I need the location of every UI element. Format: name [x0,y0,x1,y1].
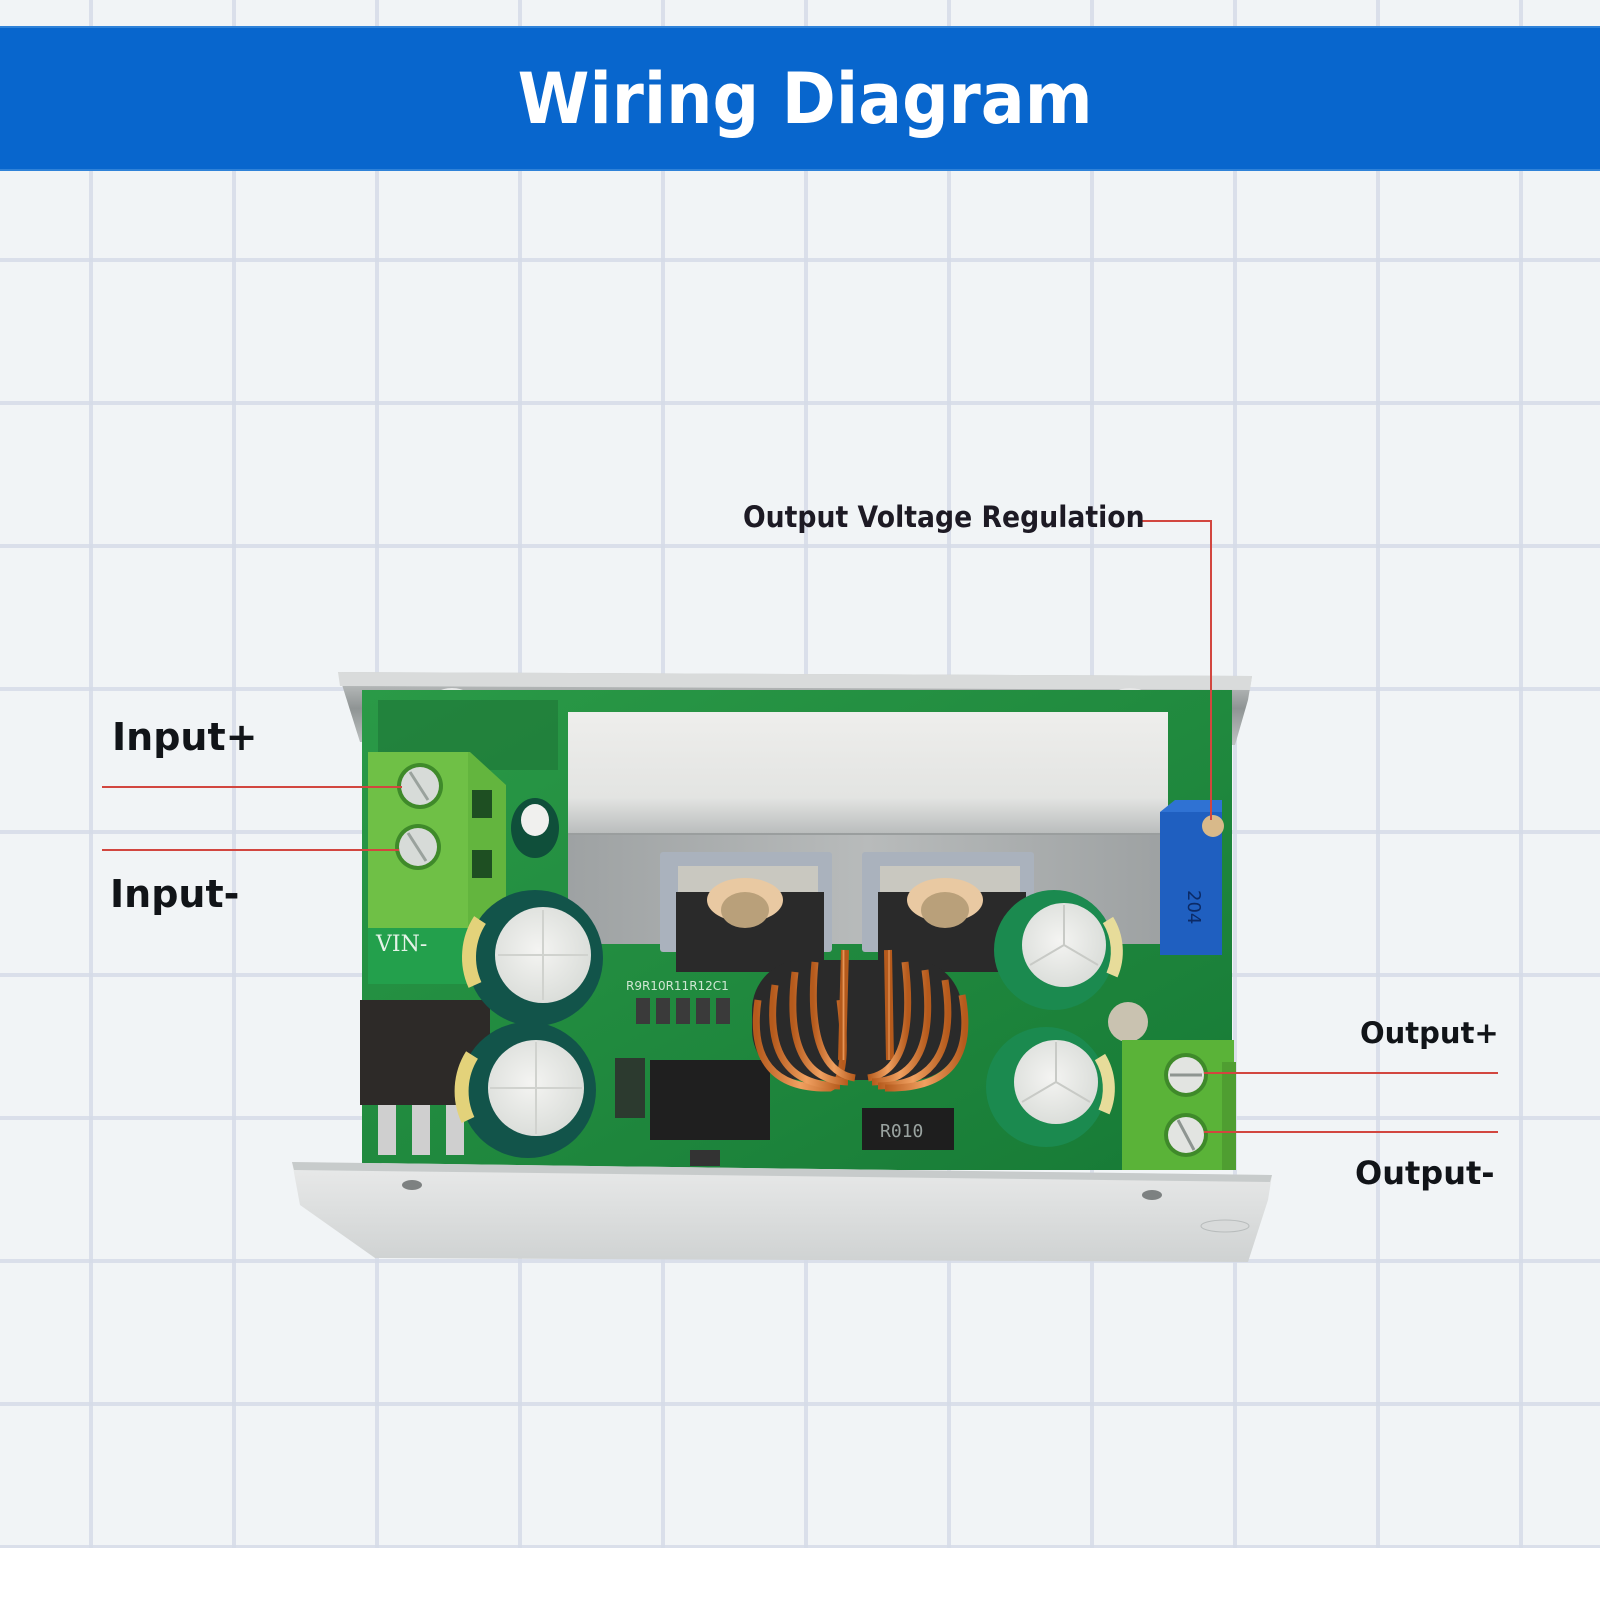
label-output-plus: Output+ [1360,1016,1499,1050]
label-output-voltage-regulation: Output Voltage Regulation [743,500,1145,534]
leader-line-regulation-vertical [1210,520,1212,820]
leader-line-output-minus [1204,1131,1498,1133]
page-title: Wiring Diagram [517,57,1093,140]
label-input-plus: Input+ [112,715,258,759]
label-input-minus: Input- [110,872,240,916]
leader-line-input-minus [102,849,399,851]
grid-background [0,0,1600,1548]
leader-line-output-plus [1204,1072,1498,1074]
bottom-margin [0,1548,1600,1600]
label-output-minus: Output- [1355,1154,1495,1192]
leader-line-input-plus [102,786,402,788]
leader-line-regulation-horizontal [1142,520,1212,522]
title-banner: Wiring Diagram [0,26,1600,171]
